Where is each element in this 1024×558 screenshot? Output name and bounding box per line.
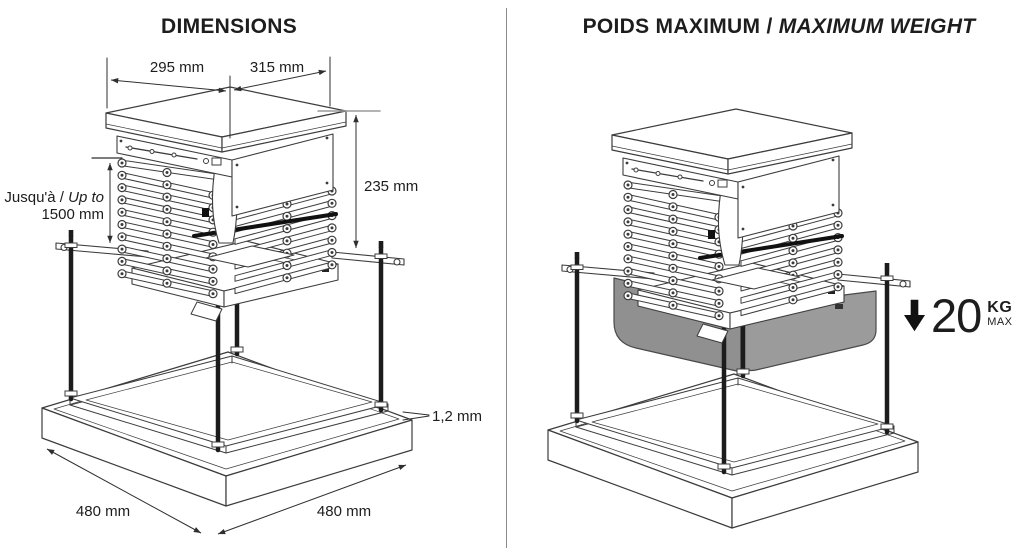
dim-trim-thickness: 1,2 mm [432,408,483,425]
dimensions-panel-title: DIMENSIONS [160,15,297,39]
drop-height-line2: 1500 mm [41,206,104,223]
panel-divider [506,8,507,548]
dim-base-width-right: 480 mm [316,503,372,520]
max-weight-badge: 20 KG MAX [904,289,1013,342]
dim-top-width-left: 295 mm [149,59,205,76]
dimension-annotations [46,56,430,535]
dim-top-width-right: 315 mm [249,59,305,76]
title-french: POIDS MAXIMUM / [582,15,773,39]
weight-unit: KG [987,298,1013,316]
dim-drop-height: Jusqu'à / Up to 1500 mm [0,189,104,223]
lift-drawing-dimensions [41,86,413,507]
weight-value: 20 [931,289,982,342]
weight-qualifier: MAX [987,315,1013,328]
title-english: MAXIMUM WEIGHT [778,15,976,39]
weight-units: KG MAX [987,298,1013,333]
max-weight-panel-title: POIDS MAXIMUM / MAXIMUM WEIGHT [534,15,1024,39]
dim-base-width-left: 480 mm [75,503,131,520]
drop-height-line1: Jusqu'à / Up to [4,189,104,206]
dim-housing-height: 235 mm [364,178,419,195]
down-arrow-icon [904,299,925,332]
lift-drawing-max-weight [547,108,919,529]
